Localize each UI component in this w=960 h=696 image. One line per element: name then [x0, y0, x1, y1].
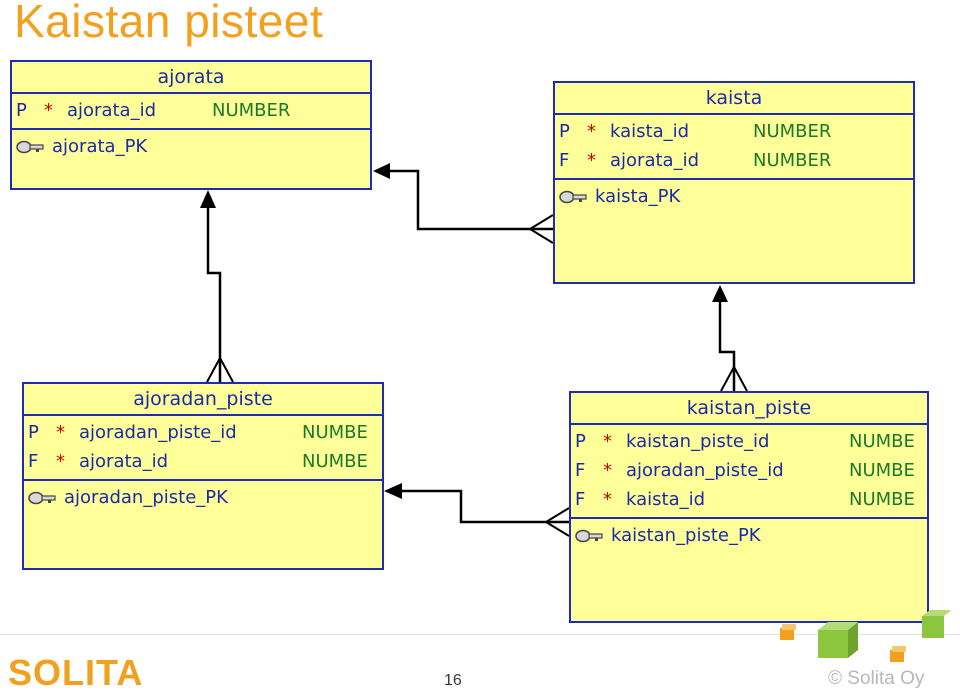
mandatory-marker: *	[603, 431, 612, 452]
copyright-text: © Solita Oy	[828, 668, 925, 689]
column-type: NUMBER	[212, 100, 291, 121]
crowfoot-icon	[528, 214, 554, 244]
key-name: kaista_PK	[595, 186, 681, 207]
crowfoot-icon	[206, 355, 234, 383]
cube-icon	[818, 622, 858, 658]
column-kind: P	[28, 422, 39, 443]
entity-kaistan-piste[interactable]: kaistan_piste P * kaistan_piste_id NUMBE…	[569, 391, 929, 623]
column-kind: F	[575, 489, 586, 510]
rel-kaistan-piste-ajoradan-piste[interactable]	[384, 483, 570, 537]
crowfoot-icon	[720, 364, 748, 392]
entity-title: ajorata	[12, 62, 370, 94]
column-name: ajorata_id	[610, 150, 699, 171]
column-kind: F	[575, 460, 586, 481]
entity-title: kaistan_piste	[571, 393, 927, 425]
column-name: ajorata_id	[79, 451, 168, 472]
column-type: NUMBE	[849, 431, 915, 452]
key-name: ajorata_PK	[52, 136, 148, 157]
column-name: ajoradan_piste_id	[79, 422, 237, 443]
column-kind: P	[559, 121, 570, 142]
rel-kaista-ajorata[interactable]	[373, 163, 554, 244]
column-type: NUMBE	[849, 460, 915, 481]
column-list: P * kaista_id NUMBER F * ajorata_id NUMB…	[555, 115, 913, 180]
rel-kaistan-piste-kaista[interactable]	[712, 285, 748, 392]
entity-ajorata[interactable]: ajorata P * ajorata_id NUMBER ajorata_PK	[10, 60, 372, 190]
key-icon	[559, 190, 587, 204]
column-name: kaistan_piste_id	[626, 431, 770, 452]
mandatory-marker: *	[587, 121, 596, 142]
entity-ajoradan-piste[interactable]: ajoradan_piste P * ajoradan_piste_id NUM…	[22, 382, 384, 570]
column-type: NUMBE	[302, 422, 368, 443]
entity-title: ajoradan_piste	[24, 384, 382, 416]
column-type: NUMBER	[753, 121, 832, 142]
cube-icon	[780, 624, 796, 640]
key-row: kaista_PK	[555, 180, 913, 214]
mandatory-marker: *	[603, 489, 612, 510]
key-icon	[28, 491, 56, 505]
column-type: NUMBE	[849, 489, 915, 510]
column-name: kaista_id	[626, 489, 706, 510]
key-icon	[575, 529, 603, 543]
entity-title: kaista	[555, 83, 913, 115]
page-title: Kaistan pisteet	[14, 0, 324, 47]
mandatory-marker: *	[56, 451, 65, 472]
arrowhead-icon	[373, 163, 390, 179]
column-kind: P	[575, 431, 586, 452]
key-row: ajoradan_piste_PK	[24, 481, 382, 515]
key-icon	[16, 140, 44, 154]
column-name: ajorata_id	[67, 100, 156, 121]
column-list: P * ajoradan_piste_id NUMBE F * ajorata_…	[24, 416, 382, 481]
decorative-cubes-icon	[780, 610, 950, 662]
key-row: kaistan_piste_PK	[571, 519, 927, 553]
solita-logo: SOLITA	[8, 652, 144, 693]
column-type: NUMBER	[753, 150, 832, 171]
column-name: kaista_id	[610, 121, 690, 142]
mandatory-marker: *	[587, 150, 596, 171]
column-kind: F	[559, 150, 570, 171]
key-name: kaistan_piste_PK	[611, 525, 761, 546]
crowfoot-icon	[544, 507, 570, 537]
column-row: F * ajorata_id NUMBER	[555, 146, 913, 175]
footer-divider	[0, 634, 960, 635]
column-type: NUMBE	[302, 451, 368, 472]
rel-ajoradan-piste-ajorata[interactable]	[200, 190, 234, 383]
arrowhead-icon	[712, 285, 728, 302]
column-list: P * kaistan_piste_id NUMBE F * ajoradan_…	[571, 425, 927, 519]
cube-icon	[890, 646, 906, 662]
mandatory-marker: *	[56, 422, 65, 443]
column-kind: F	[28, 451, 39, 472]
page-number: 16	[444, 672, 462, 689]
column-row: P * kaistan_piste_id NUMBE	[571, 427, 927, 456]
mandatory-marker: *	[44, 100, 53, 121]
column-name: ajoradan_piste_id	[626, 460, 784, 481]
arrowhead-icon	[384, 483, 402, 499]
column-row: P * ajorata_id NUMBER	[12, 96, 370, 125]
key-name: ajoradan_piste_PK	[64, 487, 228, 508]
column-row: F * ajorata_id NUMBE	[24, 447, 382, 476]
column-kind: P	[16, 100, 27, 121]
key-row: ajorata_PK	[12, 130, 370, 164]
mandatory-marker: *	[603, 460, 612, 481]
column-row: F * kaista_id NUMBE	[571, 485, 927, 514]
column-row: P * ajoradan_piste_id NUMBE	[24, 418, 382, 447]
column-row: F * ajoradan_piste_id NUMBE	[571, 456, 927, 485]
entity-kaista[interactable]: kaista P * kaista_id NUMBER F * ajorata_…	[553, 81, 915, 284]
column-row: P * kaista_id NUMBER	[555, 117, 913, 146]
column-list: P * ajorata_id NUMBER	[12, 94, 370, 130]
cube-icon	[922, 610, 950, 638]
arrowhead-icon	[200, 190, 216, 208]
